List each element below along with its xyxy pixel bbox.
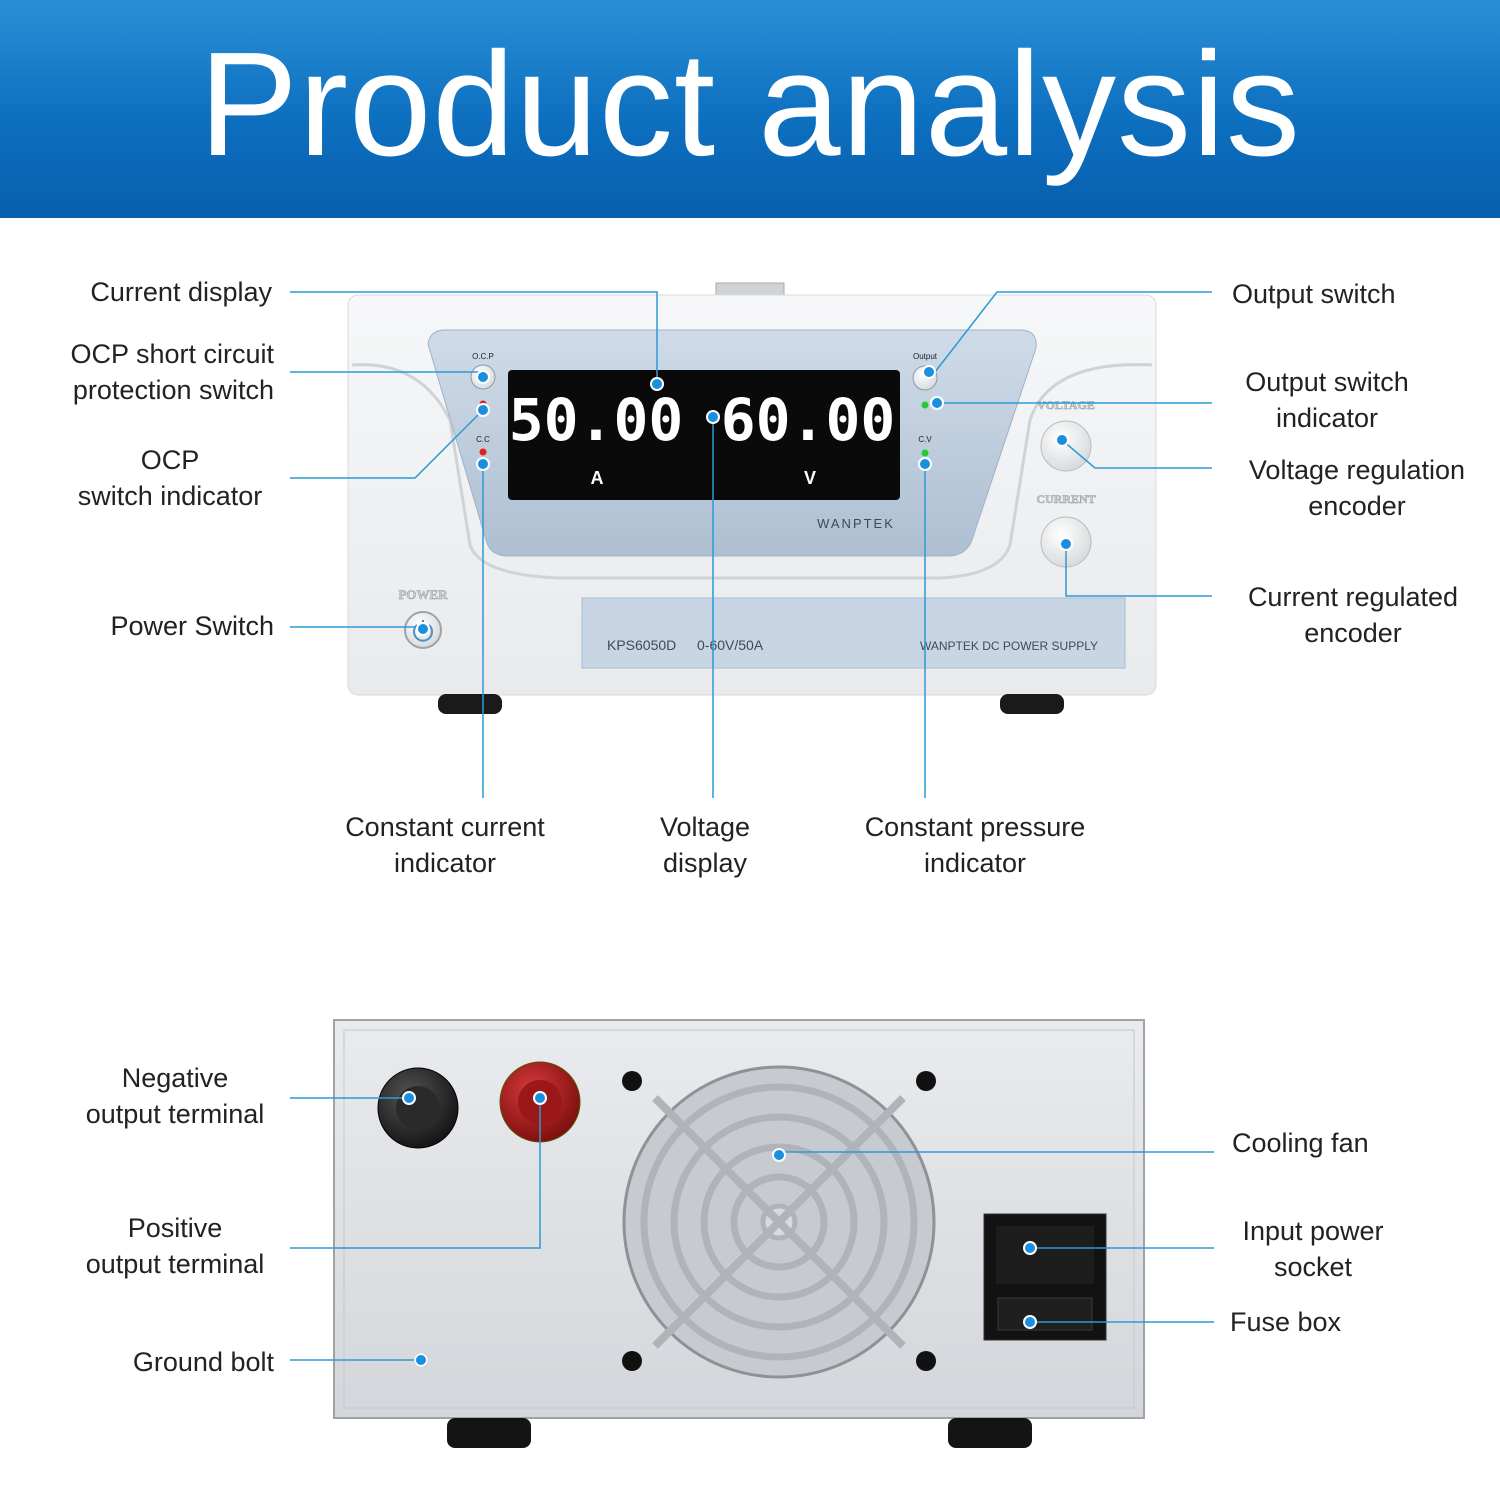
label-fuse-box: Fuse box bbox=[1230, 1307, 1342, 1337]
ocp-label: O.C.P bbox=[472, 352, 494, 361]
rear-view bbox=[333, 1019, 1145, 1448]
label-ocp-indicator: OCP switch indicator bbox=[77, 445, 263, 511]
front-fascia-curve bbox=[351, 363, 1153, 580]
product-line: WANPTEK DC POWER SUPPLY bbox=[920, 639, 1098, 653]
rear-foot-right bbox=[948, 1418, 1032, 1448]
label-power-switch: Power Switch bbox=[110, 611, 274, 641]
model-name: KPS6050D bbox=[607, 637, 676, 653]
current-reading: 50.00 bbox=[509, 386, 684, 454]
voltage-unit: V bbox=[804, 468, 816, 488]
callout-lines bbox=[290, 291, 1214, 1361]
brand-logo: WANPTEK bbox=[817, 516, 895, 531]
led-display bbox=[508, 370, 900, 500]
label-negative-terminal: Negative output terminal bbox=[85, 1063, 265, 1129]
label-current-display: Current display bbox=[90, 277, 272, 307]
current-knob-label: CURRENT bbox=[1036, 492, 1095, 506]
output-label: Output bbox=[913, 352, 938, 361]
rear-inner-panel bbox=[343, 1029, 1135, 1409]
fuse-box[interactable] bbox=[997, 1297, 1093, 1331]
model-range: 0-60V/50A bbox=[697, 637, 764, 653]
cv-indicator-led bbox=[921, 449, 929, 457]
callout-dots bbox=[402, 365, 1073, 1367]
label-ocp-switch: OCP short circuit protection switch bbox=[70, 339, 274, 405]
cv-label: C.V bbox=[918, 435, 932, 444]
power-label: POWER bbox=[398, 587, 448, 602]
negative-terminal[interactable] bbox=[377, 1067, 459, 1149]
front-view: 50.00 60.00 A V WANPTEK O.C.P C.C Output… bbox=[347, 282, 1157, 714]
label-positive-terminal: Positive output terminal bbox=[85, 1213, 265, 1279]
front-foot-left bbox=[438, 694, 502, 714]
label-input-socket: Input power socket bbox=[1242, 1216, 1384, 1282]
label-cc-indicator: Constant current indicator bbox=[345, 812, 545, 878]
model-plate bbox=[581, 597, 1126, 669]
front-foot-right bbox=[1000, 694, 1064, 714]
label-cooling-fan: Cooling fan bbox=[1232, 1128, 1369, 1158]
label-current-encoder: Current regulated encoder bbox=[1247, 582, 1459, 648]
label-output-indicator: Output switch indicator bbox=[1245, 367, 1409, 433]
voltage-reading: 60.00 bbox=[721, 386, 896, 454]
rear-foot-left bbox=[447, 1418, 531, 1448]
page-title: Product analysis bbox=[199, 22, 1301, 187]
voltage-encoder-knob[interactable] bbox=[1040, 420, 1092, 472]
label-cv-indicator: Constant pressure indicator bbox=[864, 812, 1086, 878]
current-unit: A bbox=[591, 468, 604, 488]
output-indicator-led bbox=[921, 401, 929, 409]
fan-screws bbox=[622, 1071, 936, 1371]
title-banner: Product analysis bbox=[0, 0, 1500, 218]
label-voltage-encoder: Voltage regulation encoder bbox=[1248, 455, 1466, 521]
cc-indicator-led bbox=[479, 448, 487, 456]
voltage-knob-label: VOLTAGE bbox=[1037, 398, 1095, 412]
label-ground-bolt: Ground bolt bbox=[132, 1347, 274, 1377]
label-voltage-display: Voltage display bbox=[659, 812, 751, 878]
cooling-fan bbox=[622, 1065, 936, 1379]
label-output-switch: Output switch bbox=[1232, 279, 1396, 309]
socket-inner bbox=[996, 1226, 1094, 1284]
cc-label: C.C bbox=[476, 435, 490, 444]
